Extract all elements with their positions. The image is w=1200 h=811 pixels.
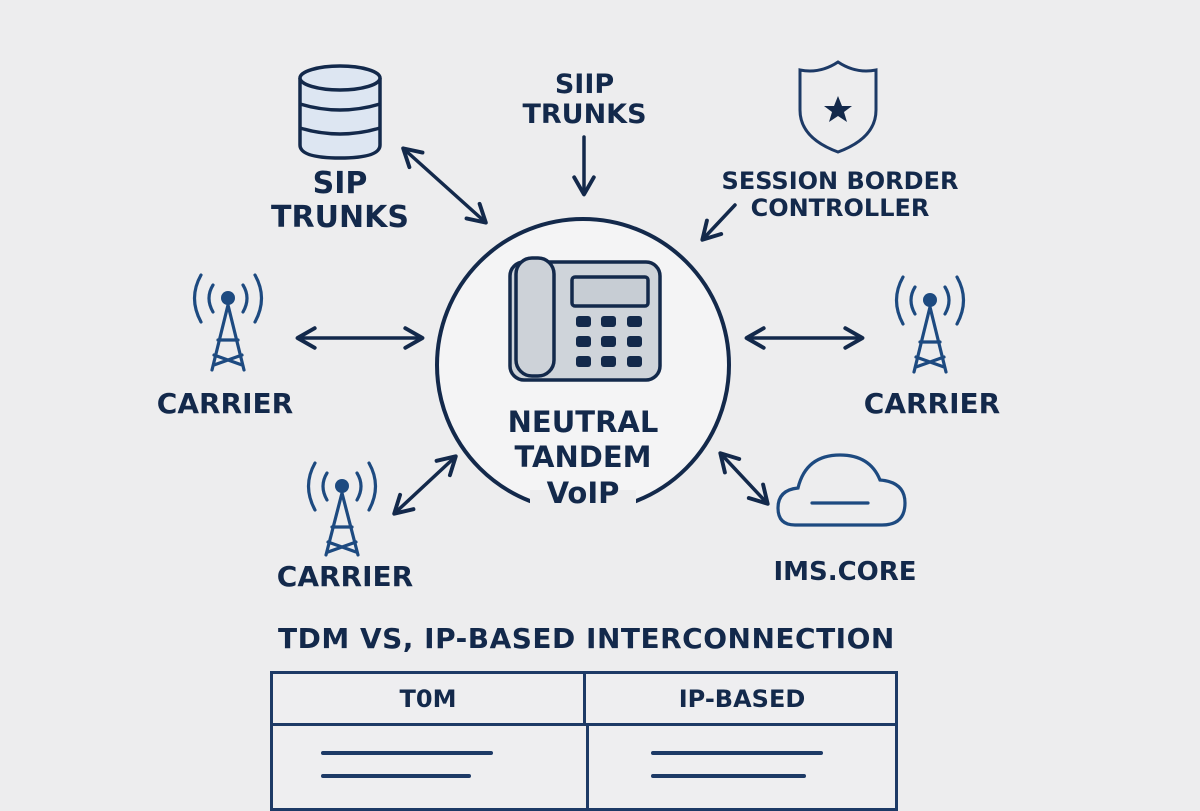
desk-phone-icon	[508, 256, 662, 382]
cell-tower-icon	[306, 461, 378, 557]
arrow-sbc	[700, 203, 737, 242]
column-divider	[586, 726, 589, 808]
placeholder-line	[321, 774, 471, 778]
arrow-carrier-bottom-left	[392, 454, 458, 516]
cell-tower-icon	[192, 273, 264, 372]
node-label-carrier-right: CARRIER	[863, 387, 1001, 420]
node-label-carrier-left: CARRIER	[156, 387, 294, 420]
cell-tower-icon	[894, 275, 966, 374]
cloud-icon	[776, 453, 907, 527]
comparison-title: TDM VS, IP-BASED INTERCONNECTION	[278, 622, 895, 655]
voip-label-gap	[530, 490, 636, 526]
node-label-carrier-bottom-left: CARRIER	[276, 560, 414, 593]
node-label-ims-core: IMS.CORE	[773, 557, 917, 587]
database-icon	[298, 64, 382, 160]
placeholder-line	[321, 751, 493, 755]
arrow-ims-core	[718, 451, 770, 506]
comparison-table: T0M IP-BASED	[270, 671, 898, 811]
shield-star-icon	[798, 60, 878, 154]
arrow-sip-trunks-db	[401, 146, 488, 225]
placeholder-line	[651, 774, 806, 778]
placeholder-line	[651, 751, 823, 755]
column-header-ip-based: IP-BASED	[586, 674, 898, 726]
column-header-tdm: T0M	[273, 674, 586, 726]
